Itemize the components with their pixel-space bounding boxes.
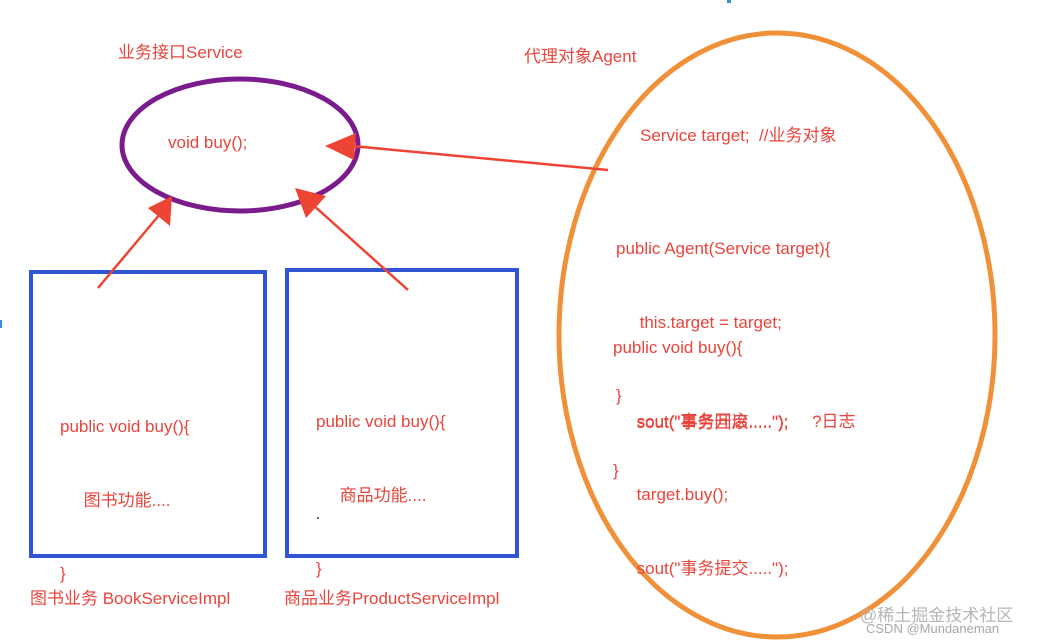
arrow-agent-to-service: [325, 133, 609, 172]
service-interface-ellipse: [119, 76, 361, 214]
book-code-block: public void buy(){ 图书功能.... }: [60, 366, 189, 611]
agent-constructor-line: this.target = target;: [616, 312, 782, 332]
book-code-line: 图书功能....: [60, 490, 171, 510]
product-impl-label: 商品业务ProductServiceImpl: [284, 589, 500, 608]
agent-method-line: sout("事务开启....."); ?日志: [613, 411, 856, 431]
product-code-line: public void buy(){: [316, 412, 446, 431]
agent-ellipse: [556, 30, 998, 640]
left-edge-marker: [0, 320, 2, 328]
agent-label: 代理对象Agent: [524, 47, 637, 66]
agent-method-line: sout("事务提交.....");: [613, 558, 789, 578]
arrow-book-to-service: [97, 196, 172, 289]
book-code-line: }: [60, 564, 66, 583]
arrow-product-to-service: [295, 188, 409, 291]
agent-constructor-line: public Agent(Service target){: [616, 239, 831, 258]
top-marker: [727, 0, 731, 3]
agent-method-block: public void buy(){ sout("事务开启....."); ?日…: [613, 287, 856, 606]
site-watermark: @稀土掘金技术社区: [860, 606, 1014, 625]
agent-method-line: public void buy(){: [613, 338, 743, 357]
agent-method-line: target.buy();: [613, 485, 729, 504]
product-code-line: }: [316, 559, 322, 578]
product-impl-box: [285, 268, 519, 558]
author-watermark: CSDN @Mundaneman: [866, 621, 1000, 636]
product-code-line: 商品功能....: [316, 485, 427, 505]
agent-constructor-block: public Agent(Service target){ this.targe…: [616, 188, 831, 433]
book-code-line: public void buy(){: [60, 417, 190, 436]
agent-constructor-line: }: [616, 386, 622, 405]
service-method-text: void buy();: [168, 133, 248, 152]
agent-method-close: }: [613, 461, 619, 480]
agent-field-line: Service target; //业务对象: [640, 126, 837, 145]
book-impl-label: 图书业务 BookServiceImpl: [30, 589, 231, 608]
agent-rollback-line: sout("事务回滚.....");: [613, 413, 789, 432]
service-interface-label: 业务接口Service: [118, 43, 243, 62]
stray-dot: [317, 517, 319, 519]
book-impl-box: [29, 270, 267, 558]
product-code-block: public void buy(){ 商品功能.... }: [316, 361, 445, 606]
